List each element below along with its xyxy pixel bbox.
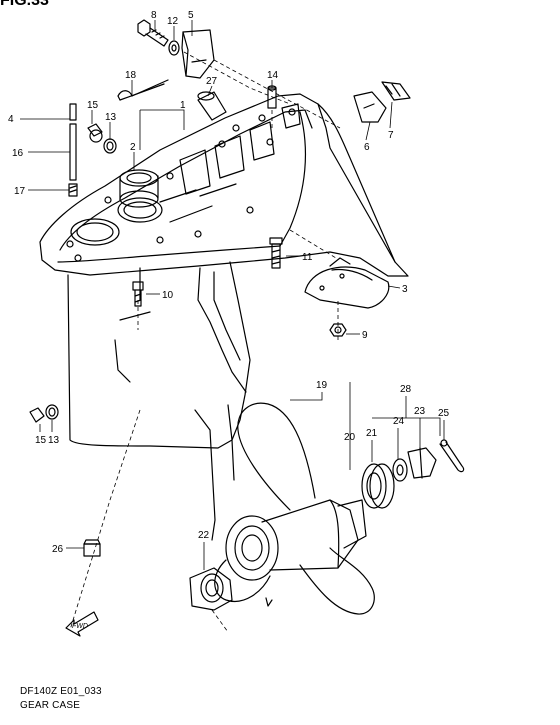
- callout-23: 23: [414, 406, 426, 417]
- callout-21: 21: [366, 428, 378, 439]
- callout-15-upper: 15: [87, 100, 99, 111]
- thrust-washer: [361, 463, 395, 509]
- washer-24: [392, 458, 408, 482]
- callout-22: 22: [198, 530, 210, 541]
- callout-17: 17: [14, 186, 26, 197]
- propeller: [214, 402, 375, 615]
- fwd-label: FWD: [72, 623, 88, 630]
- figure-title: FIG.33: [0, 0, 49, 9]
- callout-27: 27: [206, 76, 218, 87]
- bolt-8: [137, 19, 169, 47]
- callout-14: 14: [267, 70, 279, 81]
- callout-24: 24: [393, 416, 405, 427]
- callout-1: 1: [180, 100, 186, 111]
- trim-tab-anode: [304, 257, 390, 309]
- callout-11: 11: [302, 252, 313, 263]
- washer-12: [168, 40, 180, 56]
- fwd-arrow-icon: [65, 611, 99, 637]
- anode-bolt: [269, 237, 283, 269]
- callout-labels: 8 12 5 18 27 14 4 15 13 16 17 1 2 6 7 11…: [8, 10, 450, 630]
- callout-16: 16: [12, 148, 24, 159]
- model-code-caption: DF140Z E01_033: [20, 686, 102, 697]
- callout-26: 26: [52, 544, 64, 555]
- clip-18: [117, 79, 169, 101]
- callout-3: 3: [402, 284, 408, 295]
- callout-8: 8: [151, 10, 157, 21]
- fitting-15-13-upper: [87, 123, 117, 154]
- callout-28: 28: [400, 384, 412, 395]
- prop-nut: [407, 447, 437, 479]
- callout-15-lower: 15: [35, 435, 47, 446]
- callout-10: 10: [162, 290, 174, 301]
- clip-7: [381, 81, 411, 101]
- callout-13-upper: 13: [105, 112, 117, 123]
- callout-7: 7: [388, 130, 394, 141]
- callout-9: 9: [362, 330, 368, 341]
- spacer-22: [189, 567, 233, 611]
- cover-5: [181, 29, 215, 79]
- stud-assembly: [68, 103, 78, 197]
- plug-26: [83, 539, 101, 557]
- fitting-15-13-lower: [29, 404, 59, 423]
- callout-5: 5: [188, 10, 194, 21]
- cotter-pin: [439, 439, 465, 473]
- callout-13-lower: 13: [48, 435, 60, 446]
- callout-12: 12: [167, 16, 179, 27]
- callout-18: 18: [125, 70, 137, 81]
- gear-case-housing: [39, 93, 409, 541]
- callout-19: 19: [316, 380, 328, 391]
- callout-6: 6: [364, 142, 370, 153]
- plug-27: [197, 91, 227, 121]
- clip-6: [353, 91, 387, 123]
- callout-2: 2: [130, 142, 136, 153]
- callout-20: 20: [344, 432, 356, 443]
- callout-4: 4: [8, 114, 14, 125]
- section-caption: GEAR CASE: [20, 700, 81, 711]
- callout-25: 25: [438, 408, 450, 419]
